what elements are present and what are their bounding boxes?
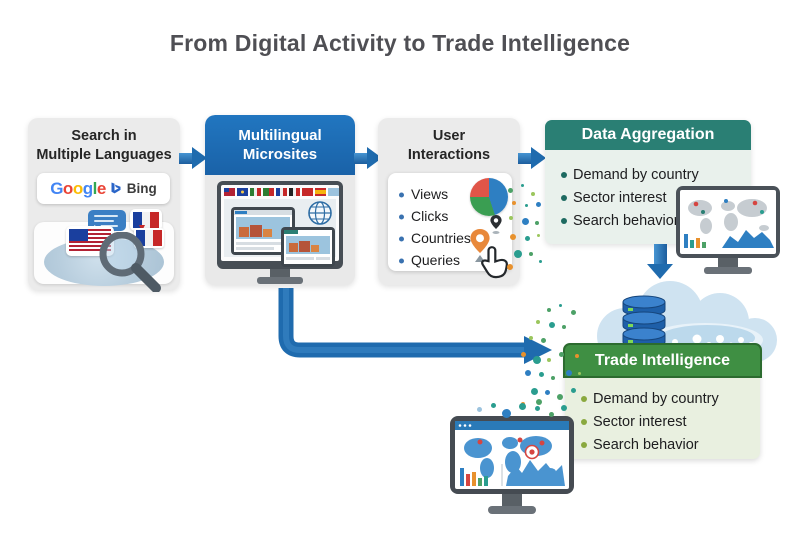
trade-intelligence-box: Trade Intelligence Demand by country Sec…	[563, 343, 762, 459]
scatter-dot	[557, 394, 563, 400]
hand-cursor-icon	[481, 246, 508, 279]
data-aggregation-box: Data Aggregation Demand by country Secto…	[545, 120, 751, 244]
analytics-monitor-icon	[676, 186, 780, 274]
microsites-header: Multilingual Microsites	[205, 115, 355, 175]
scatter-dot	[529, 252, 533, 256]
aggregation-header: Data Aggregation	[545, 120, 751, 150]
google-logo: Google	[50, 178, 106, 198]
list-item: Clicks	[395, 207, 512, 226]
scatter-dot	[537, 234, 540, 237]
interactions-box-title: User Interactions	[407, 128, 491, 163]
list-item: Search behavior	[557, 213, 751, 229]
world-map-monitor-icon	[450, 416, 574, 514]
list-item: Countries	[395, 229, 512, 248]
flags-row-icon	[224, 188, 339, 196]
user-interactions-box: User Interactions Views Clicks Countries…	[378, 118, 520, 285]
pie-chart-icon	[470, 178, 508, 216]
microsites-box: Multilingual Microsites	[205, 115, 355, 285]
scatter-dot	[519, 403, 526, 410]
database-icon	[622, 295, 666, 348]
scatter-dot	[525, 236, 530, 241]
bing-icon	[111, 182, 121, 193]
scatter-dot	[536, 399, 542, 405]
search-languages-box: Search in Multiple Languages Google Bing	[28, 118, 180, 292]
scatter-dot	[531, 192, 535, 196]
globe-icon	[308, 201, 332, 225]
aggregation-list: Demand by country Sector interest Search…	[545, 120, 751, 229]
scatter-dot	[521, 184, 524, 187]
list-item: Demand by country	[577, 391, 760, 407]
bing-label: Bing	[126, 181, 157, 196]
list-item: Sector interest	[557, 190, 751, 206]
list-item: Demand by country	[557, 167, 751, 183]
small-map-pin-icon	[490, 215, 502, 234]
scatter-dot	[531, 388, 538, 395]
scatter-dot	[525, 204, 528, 207]
scatter-dot	[535, 406, 540, 411]
flow-arrow-3	[518, 147, 546, 169]
scatter-dot	[491, 403, 496, 408]
list-item: Views	[395, 185, 512, 204]
microsites-monitor-illustration	[217, 181, 343, 284]
scatter-dot	[545, 390, 550, 395]
scatter-dot	[522, 218, 529, 225]
intelligence-header: Trade Intelligence	[563, 343, 762, 378]
list-item: Queries	[395, 251, 512, 270]
list-item: Sector interest	[577, 414, 760, 430]
flow-arrow-1	[179, 147, 207, 169]
flow-arrow-down	[647, 244, 673, 279]
search-engines-badge: Google Bing	[37, 173, 170, 204]
scatter-dot	[521, 402, 525, 406]
interactions-list: Views Clicks Countries Queries	[388, 173, 512, 270]
search-box-title: Search in Multiple Languages	[36, 128, 172, 163]
scatter-dot	[551, 376, 555, 380]
intelligence-list: Demand by country Sector interest Search…	[565, 345, 760, 453]
scatter-dot	[535, 221, 539, 225]
flow-arrow-microsites-to-intelligence	[278, 288, 552, 364]
scatter-dot	[536, 202, 541, 207]
list-item: Search behavior	[577, 437, 760, 453]
scatter-dot	[477, 407, 482, 412]
page-title: From Digital Activity to Trade Intellige…	[169, 30, 631, 56]
magnifier-icon	[99, 232, 161, 292]
scatter-dot	[539, 260, 542, 263]
